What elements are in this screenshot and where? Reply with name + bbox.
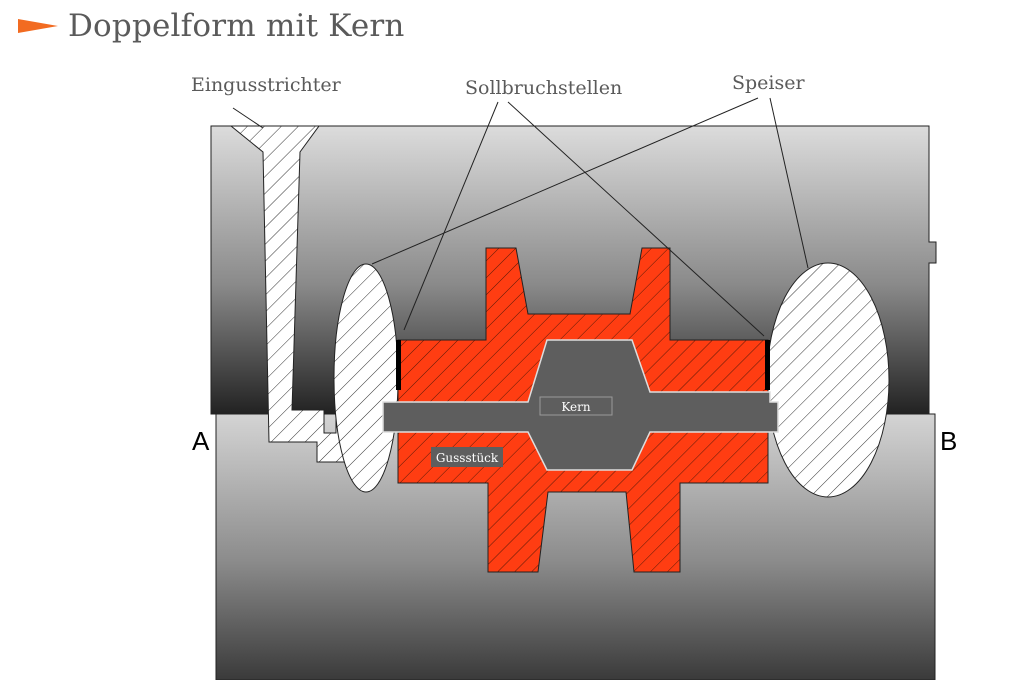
label-sprue: Eingusstrichter — [191, 74, 342, 96]
leader-sprue — [232, 107, 264, 129]
page-title: Doppelform mit Kern — [68, 8, 405, 44]
leader-breakpoint-right — [507, 101, 765, 337]
right-riser — [766, 262, 890, 498]
core-label-box — [539, 396, 613, 416]
breakpoint-left — [396, 340, 401, 390]
breakpoint-right — [765, 340, 770, 390]
label-point-b: B — [940, 426, 957, 456]
title-bar: Doppelform mit Kern — [18, 4, 405, 48]
label-risers: Speiser — [732, 72, 805, 94]
left-riser — [333, 263, 399, 493]
casting-label-box — [431, 447, 503, 467]
leader-riser-left — [371, 97, 759, 265]
leader-breakpoint-left — [403, 101, 499, 331]
core-label: Kern — [561, 400, 590, 414]
leader-riser-right — [769, 97, 809, 269]
label-point-a: A — [192, 426, 210, 456]
arrow-right-icon — [18, 19, 58, 33]
label-breakpoints: Sollbruchstellen — [465, 77, 622, 99]
casting-label: Gussstück — [436, 451, 499, 465]
